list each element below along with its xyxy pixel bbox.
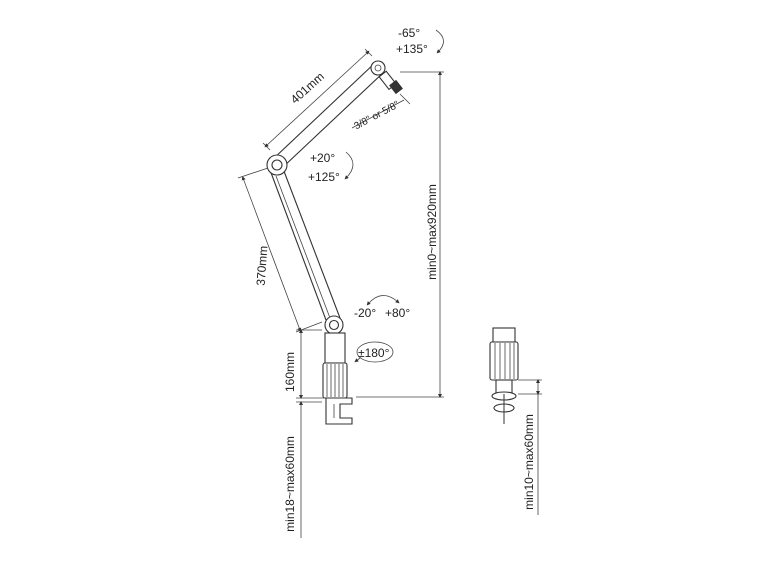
dimension-reach-height-label: min0~max920mm	[425, 184, 439, 280]
tip-angle-up: -65°	[398, 26, 420, 40]
dimension-lower-arm-label: 370mm	[254, 245, 271, 286]
dimension-upper-arm	[262, 48, 373, 151]
alt-ribbed-grip	[489, 341, 519, 381]
dimension-base-height-label: 160mm	[283, 352, 297, 392]
alt-grommet-mount	[491, 379, 517, 424]
mic-thread-mount	[389, 79, 403, 95]
dimension-clamp-alt	[518, 379, 542, 515]
main-boom-arm	[266, 60, 403, 425]
base-rotation-arrow-icon	[356, 341, 394, 363]
elbow-joint	[266, 154, 288, 176]
base-pole	[324, 332, 346, 364]
alt-pole	[492, 327, 516, 343]
tip-rotation-arrow-icon	[435, 29, 444, 54]
base-rotation-angle: ±180°	[358, 346, 390, 360]
desk-clamp	[325, 397, 353, 425]
thread-label: 3/8" or 5/8"	[352, 99, 401, 132]
shoulder-rotation-arrow-icon	[366, 295, 400, 306]
dimension-clamp-main	[296, 401, 322, 538]
thread-dimension	[351, 93, 411, 129]
elbow-angle-down: +125°	[308, 170, 340, 184]
shoulder-angle-left: -20°	[354, 306, 376, 320]
dimension-upper-arm-label: 401mm	[288, 69, 327, 106]
dimension-clamp-alt-label: min10~max60mm	[522, 414, 536, 510]
dimension-base-height	[296, 329, 324, 399]
dimension-clamp-main-label: min18~max60mm	[283, 436, 297, 532]
alt-clamp-detail: min10~max60mm	[489, 327, 542, 515]
lower-arm	[269, 165, 341, 321]
dimension-lower-arm	[237, 167, 323, 333]
dimension-reach-height	[356, 71, 444, 398]
ribbed-grip	[322, 362, 348, 399]
elbow-rotation-arrow-icon	[344, 151, 354, 180]
tip-angle-down: +135°	[396, 42, 428, 56]
shoulder-angle-right: +80°	[385, 306, 410, 320]
shoulder-joint	[324, 315, 344, 335]
elbow-angle-up: +20°	[310, 151, 335, 165]
